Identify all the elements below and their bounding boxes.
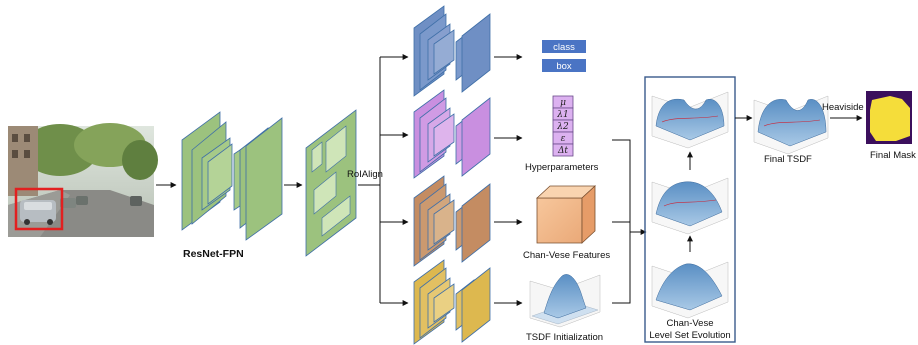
head-blue [413,5,491,97]
hp-lambda1: λ1 [556,110,568,120]
resnet-fpn-block [181,111,283,241]
class-chip [542,40,586,53]
box-chip [542,59,586,72]
hyperparameters-label: Hyperparameters [525,162,599,173]
final-tsdf-label: Final TSDF [764,154,812,165]
hp-delta-t: Δt [557,146,568,156]
evolution-box [644,76,736,343]
evolution-label-line1: Chan-Vese [666,318,713,329]
head-brown [413,175,491,267]
detection-box [14,187,64,231]
roi-label: RoIAlign [347,169,383,180]
features-label: Chan-Vese Features [523,250,610,261]
evolution-step-top [651,91,729,149]
cube-icon [535,185,597,244]
heaviside-label: Heaviside [822,102,864,113]
head-yellow [413,259,491,345]
class-label: class [553,42,575,53]
evolution-step-middle [651,177,729,235]
evolution-label-line2: Level Set Evolution [649,330,730,341]
final-tsdf-plot [753,95,829,155]
hp-lambda2: λ2 [556,122,569,132]
head-purple [413,89,491,179]
hp-mu: μ [560,98,566,108]
feature-map [305,109,357,257]
hyperparameter-stack: μ λ1 λ2 ε Δt [552,95,574,157]
mask-image [866,91,912,144]
final-mask-label: Final Mask [870,150,916,161]
input-image [8,123,158,237]
hp-epsilon: ε [561,134,566,144]
evolution-step-bottom [651,261,729,319]
box-label: box [556,61,572,72]
tsdf-init-label: TSDF Initialization [526,332,603,343]
surface-plot-icon [529,274,601,328]
backbone-label: ResNet-FPN [183,248,244,260]
